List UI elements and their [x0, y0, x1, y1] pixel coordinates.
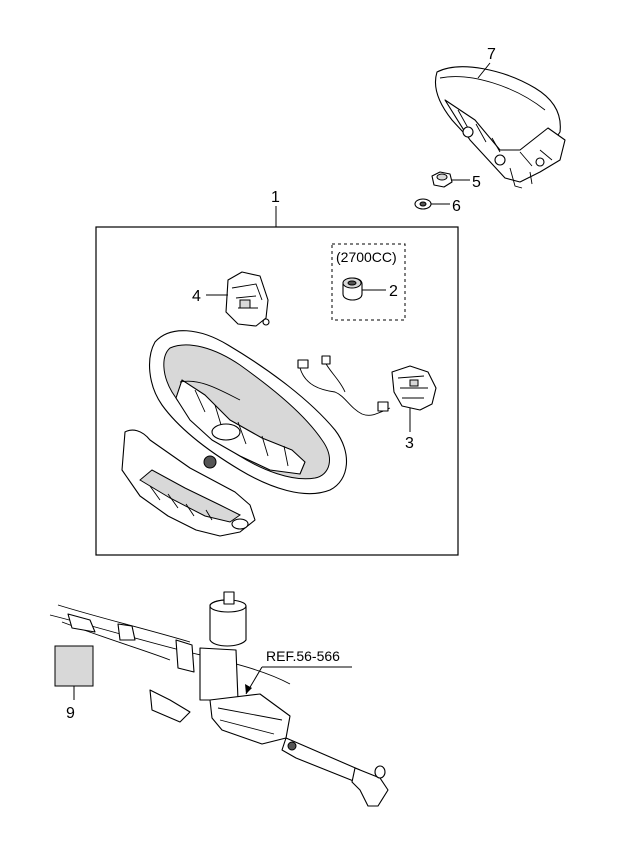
- callout-7-label: 7: [487, 46, 496, 63]
- clock-spring-part[interactable]: [225, 271, 270, 327]
- reference-arrowhead: [245, 684, 252, 694]
- callout-4-label: 4: [192, 288, 201, 305]
- steering-wheel-assembly-box: [95, 226, 459, 556]
- airbag-module-part[interactable]: [434, 66, 566, 189]
- plug-part[interactable]: [342, 277, 363, 301]
- lower-cover-part[interactable]: [121, 429, 256, 537]
- callout-7-leader: [477, 62, 491, 79]
- callout-1-label: 1: [271, 189, 280, 206]
- steering-wheel-part[interactable]: [149, 330, 348, 495]
- wire-harness-part[interactable]: [297, 355, 391, 416]
- callout-6-label: 6: [452, 198, 461, 215]
- callout-2-label: 2: [389, 283, 398, 300]
- remote-switch-part[interactable]: [391, 365, 437, 411]
- nut-part[interactable]: [431, 171, 453, 188]
- variant-box-label: (2700CC): [336, 249, 397, 265]
- variant-box: [331, 243, 406, 321]
- callout-5-label: 5: [472, 174, 481, 191]
- label-plate-part[interactable]: [54, 645, 94, 687]
- washer-part[interactable]: [414, 198, 432, 210]
- steering-gear-assembly[interactable]: [49, 591, 389, 807]
- callout-9-label: 9: [66, 705, 75, 722]
- callout-3-label: 3: [405, 435, 414, 452]
- reference-label: REF.56-566: [266, 648, 340, 664]
